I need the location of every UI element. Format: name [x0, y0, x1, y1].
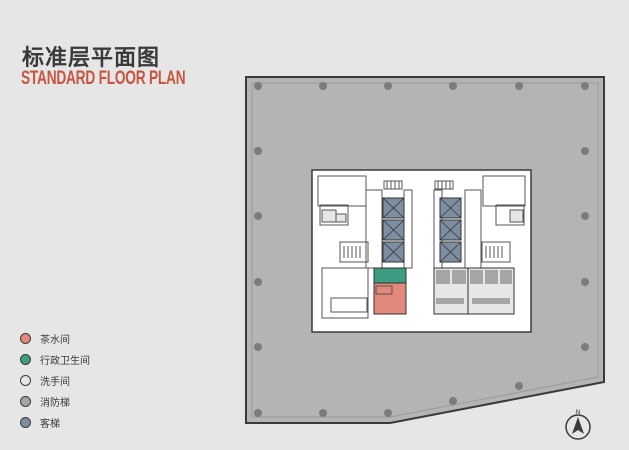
column [254, 212, 262, 220]
column [384, 409, 392, 417]
fire-stair-swatch [20, 396, 31, 407]
compass-label: N [576, 409, 581, 416]
column [515, 382, 523, 390]
north-arrow-icon [572, 417, 584, 434]
passenger-elevators-right [439, 197, 462, 263]
column [581, 343, 589, 351]
legend-label: 洗手间 [40, 377, 70, 388]
legend-label: 客梯 [40, 419, 60, 430]
core-right [433, 175, 526, 269]
column [254, 343, 262, 351]
pantry-swatch [20, 333, 31, 344]
column [254, 147, 262, 155]
facade-line [251, 82, 599, 418]
column [449, 397, 457, 405]
column [254, 278, 262, 286]
page-title: 标准层平面图 [22, 46, 161, 71]
restroom-swatch [20, 375, 31, 386]
legend-item-pantry: 茶水间 [20, 328, 90, 349]
column [384, 82, 392, 90]
column [254, 82, 262, 90]
executive-restroom-swatch [20, 354, 31, 365]
core-left [317, 175, 413, 319]
passenger-elevator-swatch [20, 417, 31, 428]
column [581, 278, 589, 286]
legend: 茶水间 行政卫生间 洗手间 消防梯 客梯 [20, 328, 90, 433]
column [449, 82, 457, 90]
legend-label: 茶水间 [40, 335, 70, 346]
executive-restroom [373, 267, 407, 284]
columns [254, 82, 589, 417]
column [254, 409, 262, 417]
column [319, 82, 327, 90]
legend-item-fire-stair: 消防梯 [20, 391, 90, 412]
page-subtitle: STANDARD FLOOR PLAN [21, 68, 186, 89]
column [515, 82, 523, 90]
legend-item-passenger-elevator: 客梯 [20, 412, 90, 433]
restrooms [433, 267, 515, 315]
column [581, 147, 589, 155]
passenger-elevators-left [382, 197, 405, 263]
legend-item-executive-restroom: 行政卫生间 [20, 349, 90, 370]
column [319, 409, 327, 417]
legend-label: 行政卫生间 [40, 356, 90, 367]
legend-label: 消防梯 [40, 398, 70, 409]
legend-item-restroom: 洗手间 [20, 370, 90, 391]
column [581, 82, 589, 90]
pantry [373, 282, 407, 315]
compass: N [565, 409, 591, 440]
column [581, 212, 589, 220]
